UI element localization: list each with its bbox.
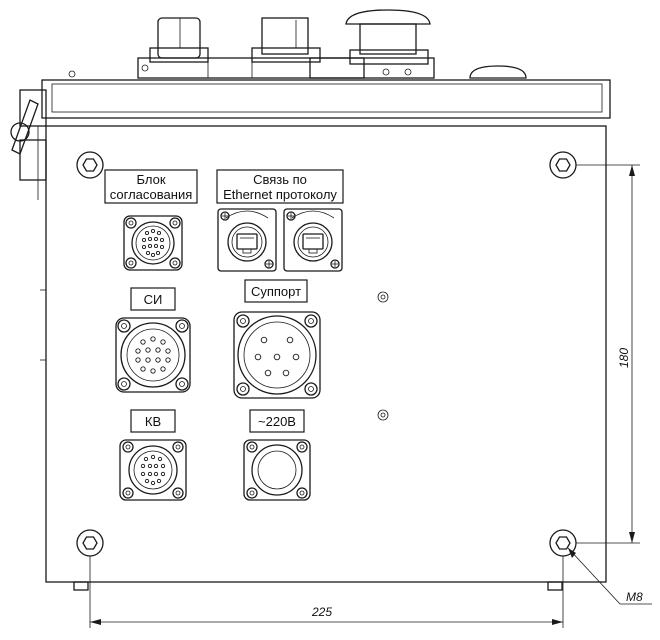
hole-top-left — [76, 151, 104, 179]
enclosure-lid — [41, 79, 611, 119]
label-coupling-block-line2: согласования — [110, 187, 193, 202]
label-power-text: ~220В — [258, 414, 296, 429]
dimension-width: 225 — [89, 556, 564, 628]
dimension-width-value: 225 — [311, 605, 332, 619]
label-support: Суппорт — [244, 279, 308, 303]
label-coupling-block-line1: Блок — [136, 172, 165, 187]
label-si-text: СИ — [144, 292, 163, 307]
label-kv-text: КВ — [145, 414, 161, 429]
dimension-height: 180 — [576, 164, 640, 544]
label-ethernet-line2: Ethernet протоколу — [223, 187, 337, 202]
side-latch — [10, 89, 47, 580]
panel-screws — [377, 291, 389, 421]
connector-ethernet-1 — [217, 208, 277, 272]
connector-si — [115, 317, 191, 393]
dimension-height-value: 180 — [617, 348, 631, 368]
label-ethernet: Связь по Ethernet протоколу — [216, 169, 344, 204]
thread-callout: М8 — [567, 547, 652, 605]
label-power: ~220В — [249, 409, 305, 433]
top-components — [68, 9, 527, 79]
front-panel — [40, 125, 607, 591]
connector-power — [243, 439, 311, 501]
label-kv: КВ — [130, 409, 176, 433]
hole-bottom-left — [76, 529, 104, 557]
connector-support — [233, 311, 321, 399]
label-si: СИ — [130, 287, 176, 311]
connector-coupling-block — [123, 215, 183, 271]
label-ethernet-line1: Связь по — [253, 172, 307, 187]
connector-ethernet-2 — [283, 208, 343, 272]
thread-callout-value: М8 — [626, 590, 643, 604]
label-coupling-block: Блок согласования — [104, 169, 198, 204]
label-support-text: Суппорт — [251, 284, 301, 299]
connector-kv — [119, 439, 187, 501]
hole-top-right — [549, 151, 577, 179]
